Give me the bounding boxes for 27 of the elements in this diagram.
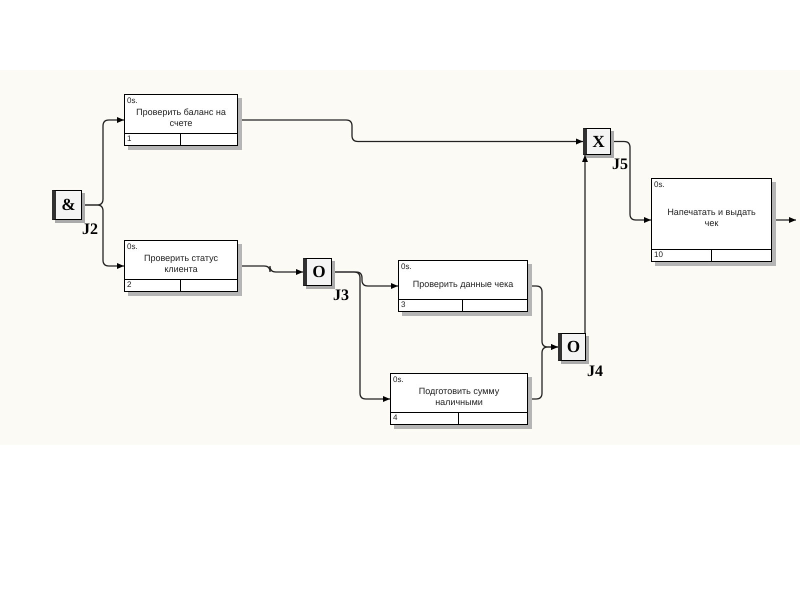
process-title: Проверить статус клиента: [143, 253, 219, 275]
junction-label: J3: [333, 288, 349, 304]
duration-text: 0s.: [393, 375, 404, 385]
junction-label: J5: [612, 157, 628, 173]
junction-box: &: [52, 190, 82, 220]
duration-text: 0s.: [127, 242, 138, 252]
arrow: [611, 140, 651, 223]
duration-text: 0s.: [654, 180, 665, 190]
junction-box: O: [303, 258, 332, 286]
junction-label: J2: [82, 222, 98, 238]
process-title: Проверить данные чека: [412, 278, 514, 290]
arrow: [332, 271, 390, 402]
arrow: [82, 204, 124, 269]
process-title: Подготовить сумму наличными: [418, 386, 500, 408]
process-title: Напечатать и выдать чек: [666, 207, 757, 229]
junction-label: J4: [587, 364, 603, 380]
junction-box: X: [583, 128, 611, 155]
junction-box: O: [558, 333, 586, 361]
process-number: 10: [654, 250, 663, 259]
process-number: 1: [127, 134, 132, 143]
process-number: 2: [127, 280, 132, 289]
duration-text: 0s.: [401, 262, 412, 272]
process-number: 3: [401, 300, 406, 309]
process-number: 4: [393, 413, 398, 422]
process-title: Проверить баланс на счете: [135, 107, 227, 129]
arrow: [582, 155, 588, 333]
duration-text: 0s.: [127, 96, 138, 106]
